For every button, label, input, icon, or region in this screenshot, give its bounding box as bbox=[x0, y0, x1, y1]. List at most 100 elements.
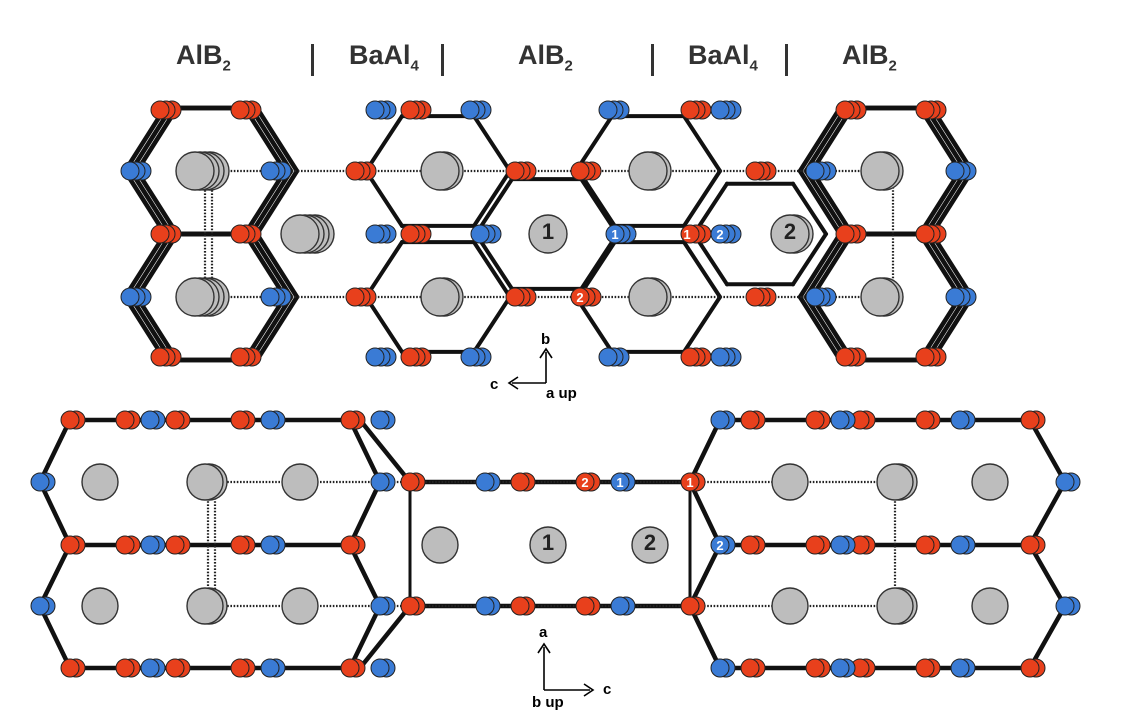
blue-atom bbox=[260, 658, 280, 678]
bond bbox=[254, 105, 300, 174]
bond bbox=[472, 295, 512, 354]
header-separator-2 bbox=[441, 44, 444, 76]
bond bbox=[917, 231, 963, 300]
large-atom bbox=[971, 587, 1009, 625]
blue-atom bbox=[710, 100, 730, 120]
blue-atom bbox=[460, 347, 480, 367]
red-atom bbox=[740, 658, 760, 678]
blue-atom bbox=[370, 596, 390, 616]
header-label-1: AlB2 bbox=[176, 40, 231, 75]
axis-label-c-top: c bbox=[490, 376, 498, 393]
blue-atom bbox=[460, 100, 480, 120]
red-atom bbox=[230, 410, 250, 430]
red-atom bbox=[60, 410, 80, 430]
red-atom bbox=[805, 535, 825, 555]
blue-atom bbox=[260, 535, 280, 555]
large-atom bbox=[876, 463, 914, 501]
bond bbox=[687, 603, 723, 671]
red-atom bbox=[805, 410, 825, 430]
blue-atom bbox=[710, 224, 730, 244]
blue-atom bbox=[830, 410, 850, 430]
blue-atom bbox=[945, 287, 965, 307]
large-atom bbox=[420, 151, 460, 191]
red-atom bbox=[505, 287, 525, 307]
bond bbox=[1027, 417, 1068, 485]
blue-atom bbox=[370, 410, 390, 430]
bond bbox=[357, 603, 413, 671]
large-atom bbox=[186, 463, 224, 501]
large-atom bbox=[628, 151, 668, 191]
bond bbox=[917, 168, 963, 237]
large-atom bbox=[860, 277, 900, 317]
bond bbox=[797, 231, 843, 300]
bond bbox=[37, 603, 73, 671]
red-atom bbox=[115, 535, 135, 555]
red-atom bbox=[400, 472, 420, 492]
blue-atom bbox=[260, 410, 280, 430]
red-atom bbox=[835, 347, 855, 367]
header-label-2: BaAl4 bbox=[349, 40, 419, 75]
blue-atom bbox=[365, 347, 385, 367]
axis-label-b-up: b up bbox=[532, 694, 564, 711]
axis-indicator-top: b c a up bbox=[490, 331, 577, 402]
header-separator-3 bbox=[651, 44, 654, 76]
red-atom bbox=[115, 410, 135, 430]
blue-atom bbox=[605, 224, 625, 244]
red-atom bbox=[680, 347, 700, 367]
large-atom bbox=[81, 587, 119, 625]
red-atom bbox=[505, 161, 525, 181]
bond bbox=[347, 417, 383, 485]
bond bbox=[797, 105, 843, 174]
bond bbox=[809, 231, 855, 300]
red-atom bbox=[1020, 658, 1040, 678]
bond bbox=[682, 295, 722, 354]
red-atom bbox=[400, 100, 420, 120]
bond bbox=[809, 168, 855, 237]
red-atom bbox=[340, 410, 360, 430]
bond bbox=[128, 231, 174, 300]
blue-atom bbox=[598, 100, 618, 120]
blue-atom bbox=[475, 472, 495, 492]
bond bbox=[254, 231, 300, 300]
blue-atom bbox=[710, 658, 730, 678]
red-atom bbox=[230, 100, 250, 120]
axis-indicator-bottom: a c b up bbox=[532, 624, 611, 711]
red-atom bbox=[400, 596, 420, 616]
axis-label-b-top: b bbox=[541, 331, 550, 348]
bond bbox=[682, 114, 722, 173]
bond bbox=[1027, 479, 1068, 548]
large-atom bbox=[860, 151, 900, 191]
axis-label-c-bottom: c bbox=[603, 681, 611, 698]
large-atom-site-1-bottom: 1 bbox=[542, 530, 554, 555]
bond bbox=[347, 542, 383, 609]
red-atom bbox=[575, 472, 595, 492]
red-atom bbox=[680, 472, 700, 492]
red-atom bbox=[915, 535, 935, 555]
red-atom bbox=[345, 287, 365, 307]
red-atom bbox=[115, 658, 135, 678]
large-atom bbox=[281, 587, 319, 625]
red-atom bbox=[230, 347, 250, 367]
red-site-1-top: 1 bbox=[683, 227, 690, 242]
blue-atom bbox=[475, 596, 495, 616]
bond bbox=[803, 168, 849, 237]
blue-atom bbox=[120, 287, 140, 307]
red-site-2-top: 2 bbox=[576, 290, 583, 305]
red-atom bbox=[680, 100, 700, 120]
blue-site-2-bottom: 2 bbox=[716, 538, 723, 553]
bond bbox=[797, 168, 843, 237]
large-atom bbox=[175, 277, 215, 317]
bond bbox=[687, 542, 723, 609]
red-site-2-bottom: 2 bbox=[581, 475, 588, 490]
blue-atom bbox=[950, 535, 970, 555]
large-atom-site-2-bottom: 2 bbox=[644, 530, 656, 555]
bond bbox=[254, 294, 300, 363]
blue-atom bbox=[610, 472, 630, 492]
red-atom bbox=[165, 658, 185, 678]
red-atom bbox=[60, 535, 80, 555]
red-atom bbox=[805, 658, 825, 678]
bond bbox=[347, 479, 383, 548]
red-atom bbox=[345, 161, 365, 181]
bond bbox=[364, 114, 404, 173]
